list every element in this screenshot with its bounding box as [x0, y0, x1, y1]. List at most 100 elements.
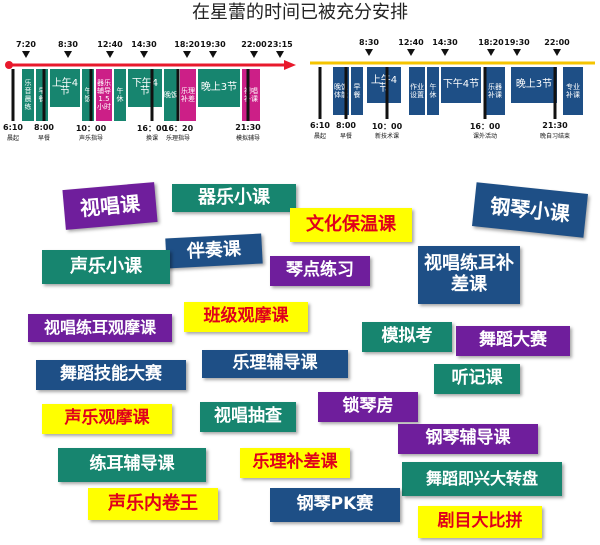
course-tag: 模拟考	[362, 322, 452, 352]
schedule-block: 视唱补课	[242, 69, 260, 121]
top-time-label: 14:30	[432, 38, 458, 47]
course-tag: 声乐观摩课	[42, 404, 172, 434]
bottom-time-label: 8:00	[336, 121, 356, 130]
time-tick	[483, 67, 487, 119]
course-tag: 视唱抽查	[200, 402, 296, 432]
schedule-block: 晚上3节	[511, 67, 557, 103]
schedule-block: 下午4节	[441, 67, 481, 103]
schedule-block: 乐音晨练	[22, 69, 34, 121]
bottom-time-note: 新技术课	[374, 133, 400, 140]
top-time-label: 8:30	[58, 40, 78, 49]
top-time-label: 12:40	[398, 38, 424, 47]
bottom-time-note: 声乐指导	[78, 135, 104, 142]
course-tag: 琴点练习	[270, 256, 370, 286]
schedule-block: 上午4节	[367, 67, 401, 103]
time-tick	[150, 69, 154, 121]
time-tick	[385, 67, 389, 119]
down-arrow-icon	[553, 49, 561, 56]
bottom-time-label: 16：00	[469, 122, 501, 131]
top-time-label: 19:30	[504, 38, 530, 47]
bottom-time-label: 6:10	[310, 121, 330, 130]
course-tag: 舞蹈技能大赛	[36, 360, 186, 390]
top-time-label: 7:20	[16, 40, 36, 49]
time-tick	[318, 67, 322, 119]
down-arrow-icon	[250, 51, 258, 58]
down-arrow-icon	[487, 49, 495, 56]
course-tag: 听记课	[434, 364, 520, 394]
top-time-label: 14:30	[131, 40, 157, 49]
course-tag: 乐理补差课	[240, 448, 350, 478]
course-tag: 钢琴PK赛	[270, 488, 400, 522]
course-tag: 声乐小课	[42, 250, 170, 284]
course-tag: 班级观摩课	[184, 302, 308, 332]
timeline-left	[5, 60, 296, 70]
schedule-block: 乐理补差	[180, 69, 196, 121]
course-tag: 钢琴小课	[472, 182, 588, 238]
course-tag: 视唱练耳观摩课	[28, 314, 172, 342]
schedule-block: 午休	[114, 69, 126, 121]
top-time-label: 19:30	[200, 40, 226, 49]
bottom-time-label: 16：00	[136, 124, 168, 133]
down-arrow-icon	[22, 51, 30, 58]
bottom-time-note: 换课	[145, 135, 159, 142]
course-tag: 声乐内卷王	[88, 488, 218, 520]
time-tick	[89, 69, 93, 121]
top-time-label: 12:40	[97, 40, 123, 49]
schedule-block: 乐器补课	[485, 67, 505, 115]
bottom-time-note: 乐理指导	[165, 135, 191, 142]
bottom-time-label: 21:30	[235, 123, 261, 132]
course-tag: 乐理辅导课	[202, 350, 348, 378]
down-arrow-icon	[513, 49, 521, 56]
schedule-block: 下午4节	[128, 69, 162, 107]
bottom-time-label: 10：00	[371, 122, 403, 131]
course-tag: 剧目大比拼	[418, 506, 542, 538]
course-tag: 视唱练耳补差课	[418, 246, 520, 304]
down-arrow-icon	[64, 51, 72, 58]
schedule-block: 晚上3节	[198, 69, 240, 107]
bottom-time-label: 10：00	[75, 124, 107, 133]
time-tick	[553, 67, 557, 119]
course-tag: 舞蹈即兴大转盘	[402, 462, 562, 496]
down-arrow-icon	[365, 49, 373, 56]
down-arrow-icon	[441, 49, 449, 56]
schedule-block: 晚饭	[164, 69, 178, 121]
bottom-time-label: 8:00	[34, 123, 54, 132]
bottom-time-label: 6:10	[3, 123, 23, 132]
course-tag: 伴奏课	[165, 233, 263, 269]
page-title: 在星蕾的时间已被充分安排	[192, 2, 408, 23]
schedule-block: 专业补课	[563, 67, 583, 115]
bottom-time-note: 早餐	[37, 135, 51, 142]
top-time-label: 18:20	[174, 40, 200, 49]
top-time-label: 23:15	[267, 40, 293, 49]
bottom-time-note: 晚自习结束	[539, 133, 571, 140]
top-time-label: 22:00	[241, 40, 267, 49]
course-tag: 锁琴房	[318, 392, 418, 422]
down-arrow-icon	[140, 51, 148, 58]
schedule-block: 作业设置	[409, 67, 425, 115]
bottom-time-label: 16：20	[162, 124, 194, 133]
down-arrow-icon	[106, 51, 114, 58]
bottom-time-note: 晨起	[313, 133, 327, 140]
course-tag: 舞蹈大赛	[456, 326, 570, 356]
time-tick	[176, 69, 180, 121]
bottom-time-label: 21:30	[542, 121, 568, 130]
bottom-time-note: 模拟辅导	[235, 135, 261, 142]
top-time-label: 22:00	[544, 38, 570, 47]
course-tag: 钢琴辅导课	[398, 424, 538, 454]
down-arrow-icon	[183, 51, 191, 58]
course-tag: 视唱课	[62, 182, 158, 230]
schedule-block: 午休	[427, 67, 439, 115]
time-tick	[344, 67, 348, 119]
course-tag: 练耳辅导课	[58, 448, 206, 482]
top-time-label: 8:30	[359, 38, 379, 47]
schedule-block: 早餐	[351, 67, 363, 115]
down-arrow-icon	[407, 49, 415, 56]
bottom-time-note: 早餐	[339, 133, 353, 140]
time-tick	[246, 69, 250, 121]
down-arrow-icon	[209, 51, 217, 58]
timeline-right	[310, 61, 595, 65]
down-arrow-icon	[276, 51, 284, 58]
time-tick	[42, 69, 46, 121]
